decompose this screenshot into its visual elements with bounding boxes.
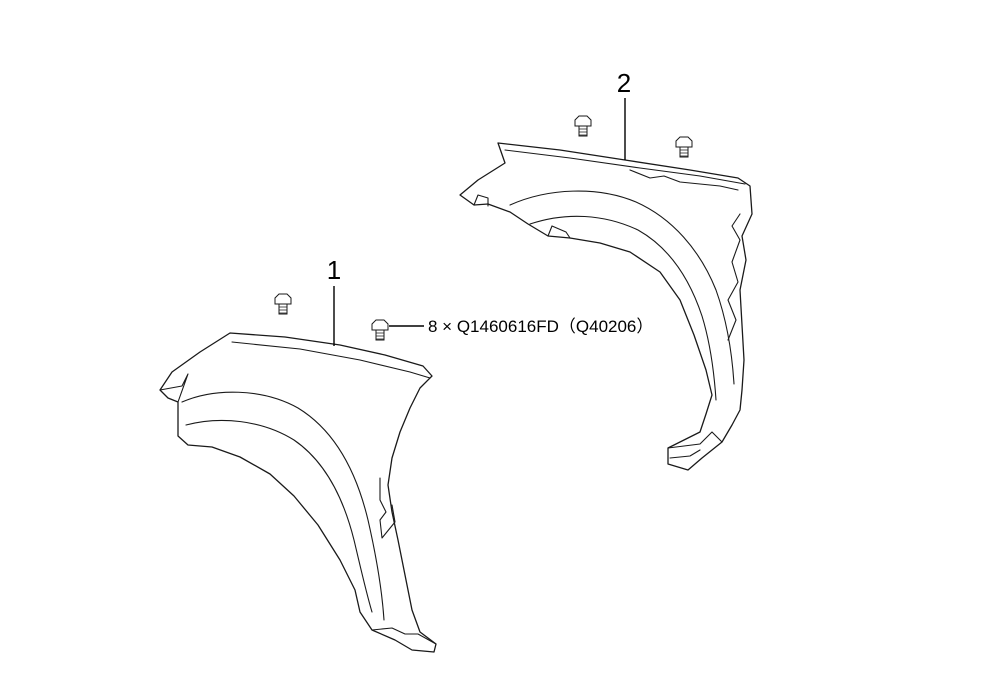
fender-2-wheel-arch-inner bbox=[529, 215, 717, 401]
fender-1-inner-brace bbox=[379, 477, 396, 539]
bolt-4-shank bbox=[679, 146, 689, 158]
fender-2-top-crease bbox=[504, 149, 746, 185]
fender-2-bottom-flange-edge bbox=[669, 449, 701, 459]
fender-1-wheel-arch-inner bbox=[185, 419, 373, 613]
fender-2-rear-ribs bbox=[727, 213, 741, 341]
bolt-2-shank bbox=[375, 329, 385, 341]
bolt-3-shank bbox=[578, 125, 588, 137]
bolt-1[interactable] bbox=[274, 293, 292, 315]
fender-part-1[interactable] bbox=[159, 332, 437, 653]
bolt-1-shank bbox=[278, 303, 288, 315]
fender-1-lower-tab bbox=[371, 627, 437, 645]
bolt-2-head bbox=[371, 319, 389, 331]
fender-1-front-notch bbox=[159, 373, 189, 403]
fender-2-flange bbox=[629, 169, 739, 191]
fender-2-wheel-arch bbox=[509, 190, 735, 385]
bolt-2[interactable] bbox=[371, 319, 389, 341]
fender-1-top-crease bbox=[231, 341, 431, 379]
fender-1-wheel-arch bbox=[181, 391, 385, 621]
bolt-1-head bbox=[274, 293, 292, 305]
bolt-part-number-label[interactable]: 8 × Q1460616FD（Q40206） bbox=[428, 317, 653, 336]
fender-1-outline bbox=[159, 332, 437, 653]
callout-1-label[interactable]: 1 bbox=[327, 255, 341, 285]
callout-2-label[interactable]: 2 bbox=[617, 68, 631, 98]
bolt-4[interactable] bbox=[675, 136, 693, 158]
bolt-3-head bbox=[574, 115, 592, 127]
bolt-3[interactable] bbox=[574, 115, 592, 137]
fender-2-outline bbox=[459, 142, 753, 471]
bolt-4-head bbox=[675, 136, 693, 148]
fender-2-bottom-flange bbox=[667, 431, 723, 449]
fender-2-inner-tab bbox=[547, 225, 571, 239]
fender-part-2[interactable] bbox=[459, 142, 753, 471]
fender-2-front-tab bbox=[473, 194, 489, 207]
